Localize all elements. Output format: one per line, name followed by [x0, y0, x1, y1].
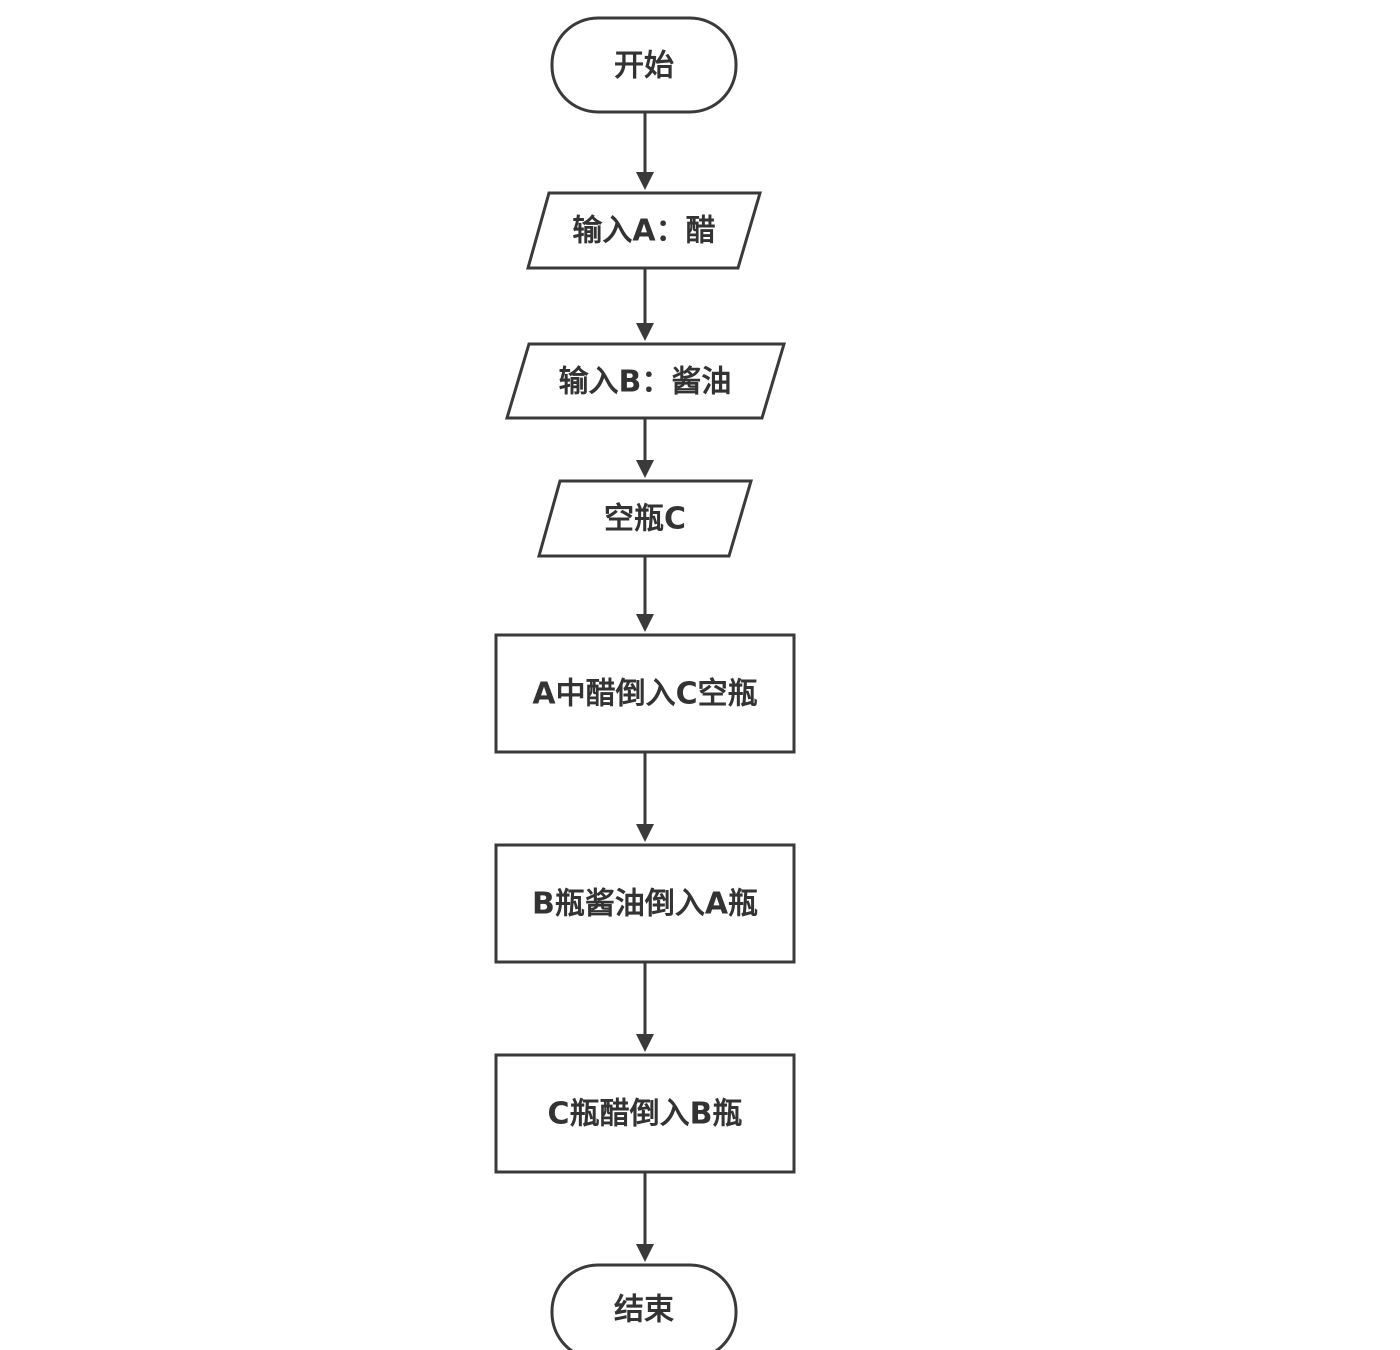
empty-c-label: 空瓶C [604, 502, 686, 537]
connectors [636, 112, 654, 1262]
connector-step-3-to-end [636, 1172, 654, 1262]
connector-step-1-to-step-2 [636, 752, 654, 842]
step-1-process-shape [494, 633, 796, 754]
step-3-label: C瓶醋倒入B瓶 [548, 1097, 743, 1132]
end-label: 结束 [614, 1293, 674, 1328]
start-label: 开始 [614, 49, 674, 84]
input-b-parallelogram-shape [504, 342, 787, 420]
input-a-label: 输入A：醋 [572, 214, 715, 249]
start-terminator-shape [550, 16, 738, 114]
connector-start-to-input-a [636, 112, 654, 190]
step-1-label: A中醋倒入C空瓶 [532, 677, 757, 712]
step-1-node: A中醋倒入C空瓶 [494, 633, 796, 754]
input-b-node: 输入B：酱油 [504, 342, 787, 420]
input-b-label: 输入B：酱油 [559, 365, 732, 400]
connector-step-2-to-step-3 [636, 962, 654, 1052]
input-a-parallelogram-shape [526, 191, 763, 270]
end-terminator-shape [550, 1263, 738, 1350]
step-2-label: B瓶酱油倒入A瓶 [532, 887, 758, 922]
step-3-node: C瓶醋倒入B瓶 [494, 1053, 796, 1174]
step-2-node: B瓶酱油倒入A瓶 [494, 843, 796, 964]
connector-empty-c-to-step-1 [636, 556, 654, 632]
start-node: 开始 [550, 16, 738, 114]
empty-c-node: 空瓶C [537, 479, 754, 558]
connector-input-b-to-empty-c [636, 418, 654, 478]
connector-input-a-to-input-b [636, 268, 654, 341]
step-2-process-shape [494, 843, 796, 964]
step-3-process-shape [494, 1053, 796, 1174]
end-node: 结束 [550, 1263, 738, 1350]
empty-c-parallelogram-shape [537, 479, 754, 558]
input-a-node: 输入A：醋 [526, 191, 763, 270]
